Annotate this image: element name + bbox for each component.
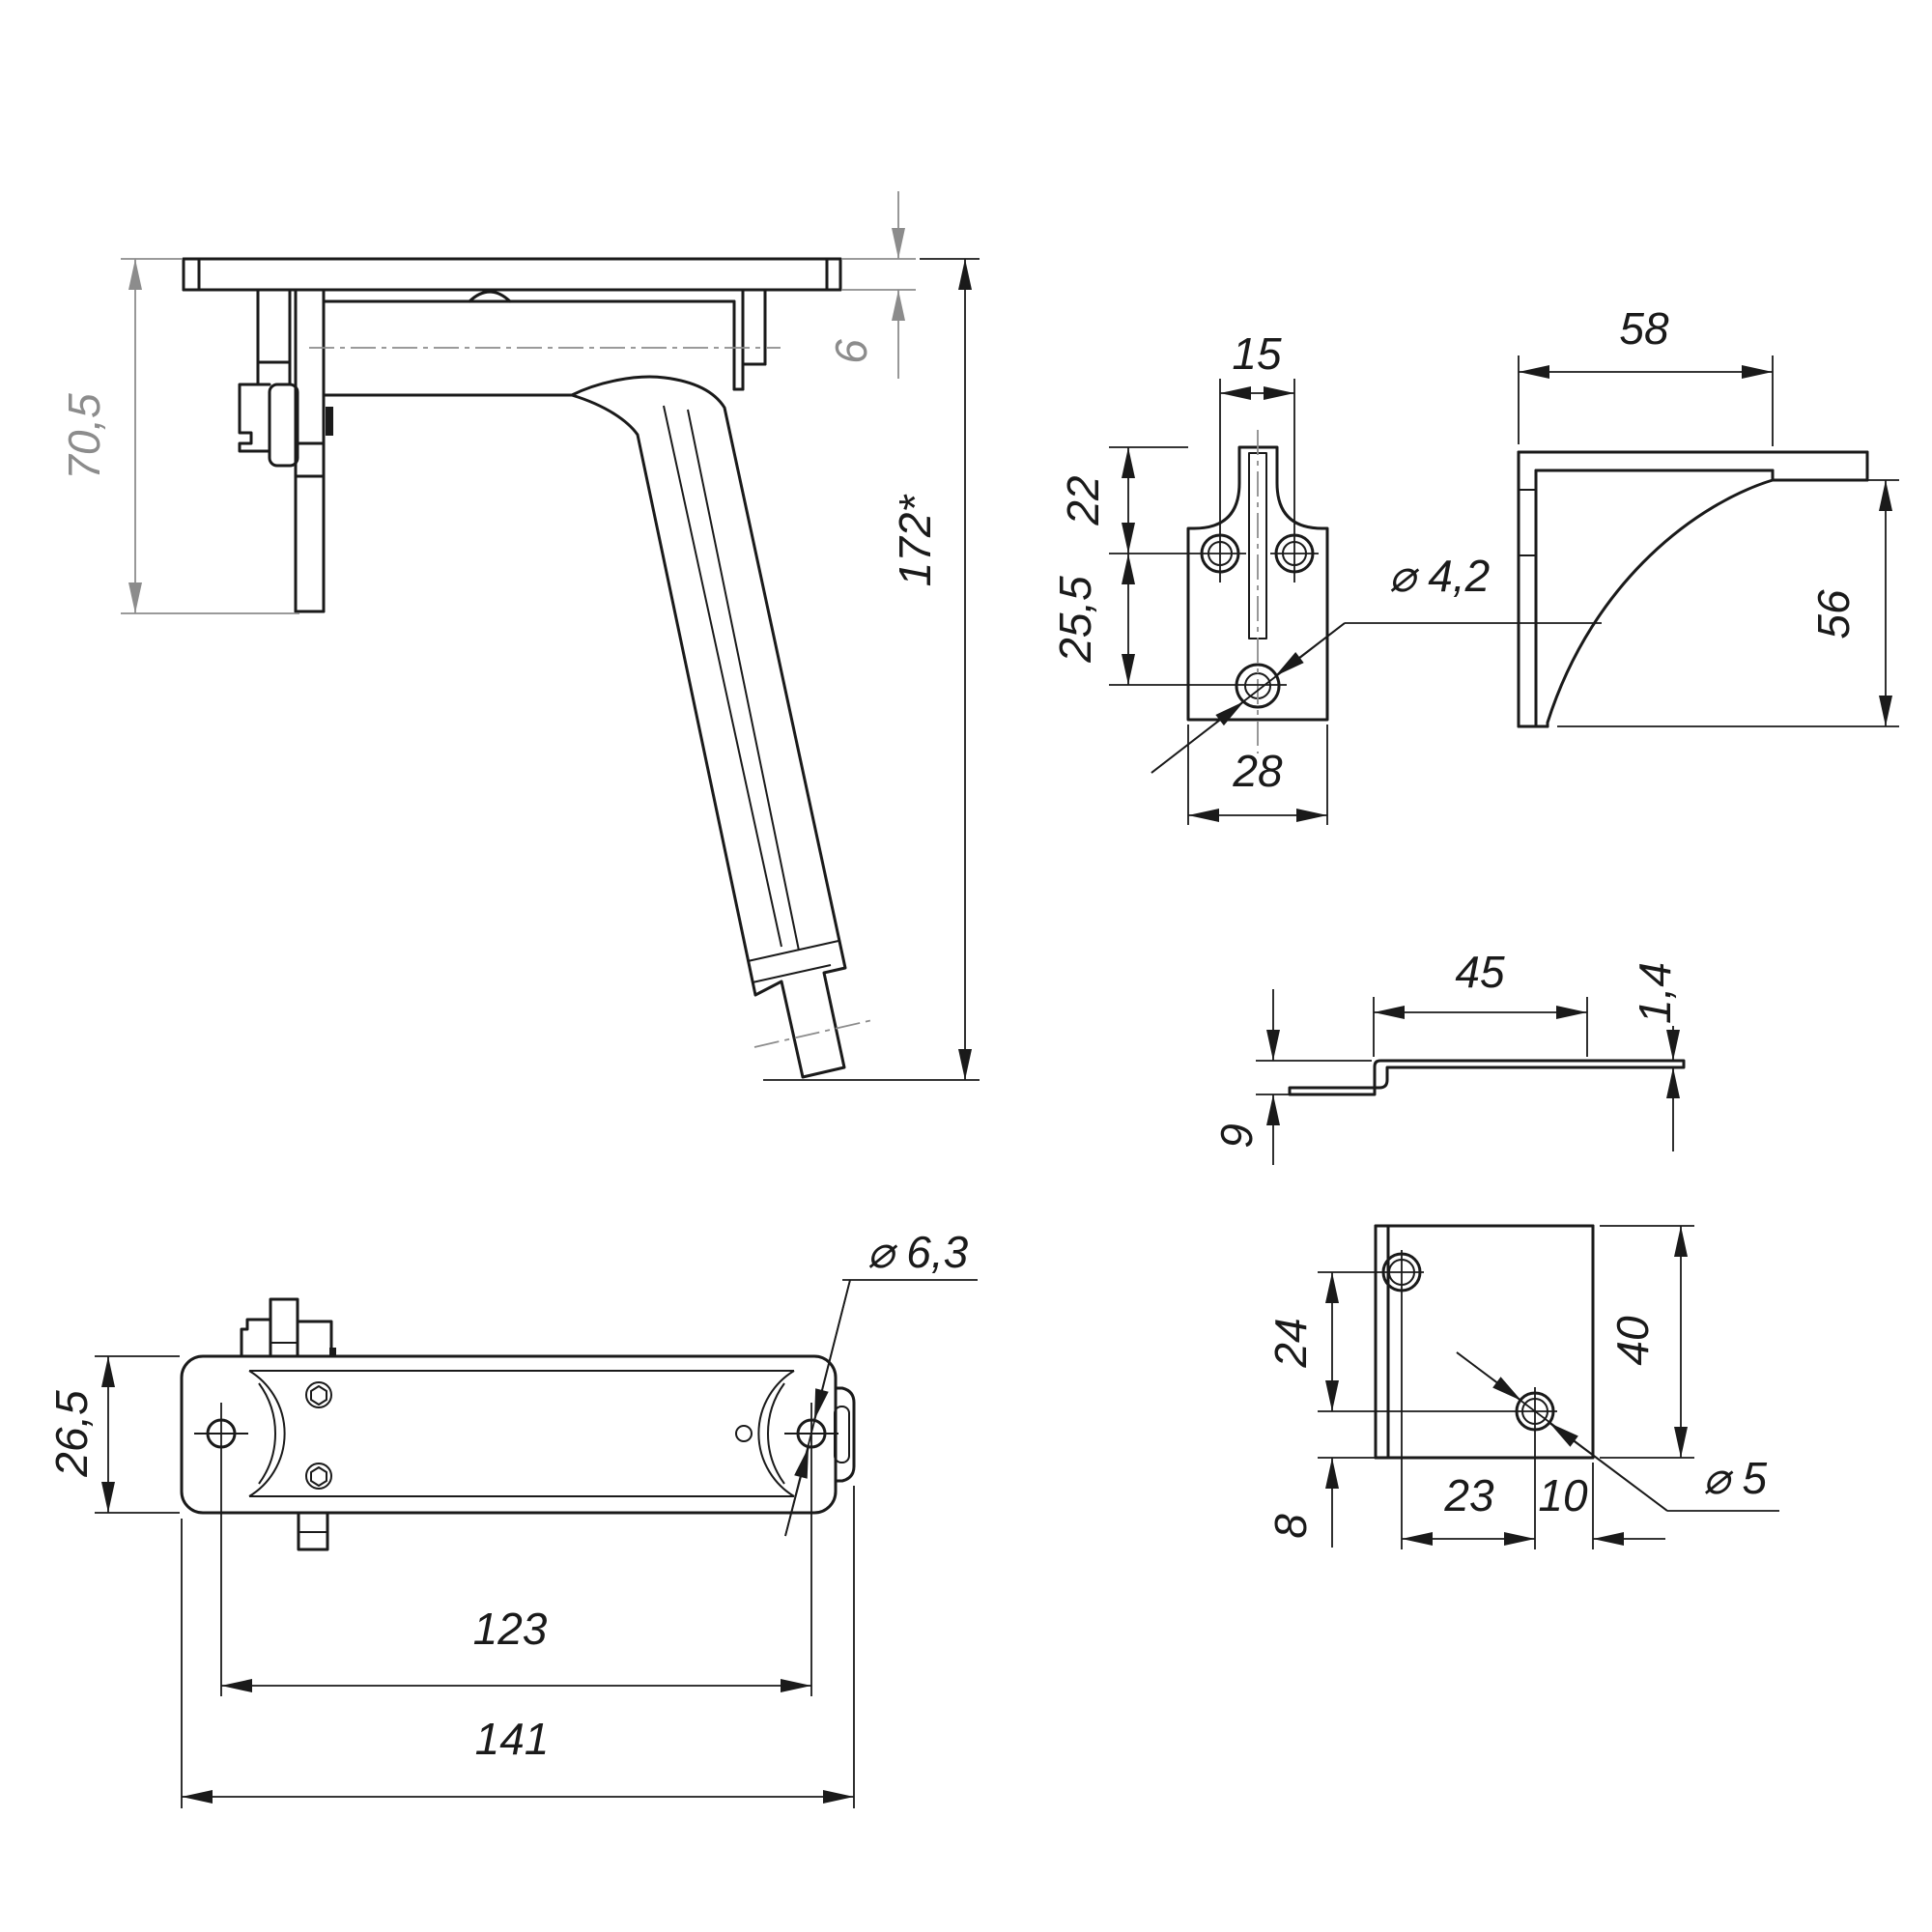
dim-26-5: 26,5	[46, 1355, 180, 1514]
arm-step-line	[747, 940, 839, 962]
dim-text-height: 40	[1607, 1316, 1658, 1366]
hex-screw	[305, 1463, 332, 1490]
dim-text-flat-length: 45	[1455, 947, 1505, 997]
dim-text-hole-spacing: 15	[1232, 328, 1282, 379]
angle-plate-view: 40 24 8 23 10 ⌀ 5	[1265, 1224, 1779, 1549]
dim-text-hole-pitch-h: 23	[1443, 1470, 1494, 1520]
clamp-mechanism-top	[240, 1297, 336, 1358]
dim-text-hole-to-hole: 25,5	[1050, 576, 1100, 664]
side-view: 70,5 6 172*	[59, 191, 980, 1081]
dim-10: 10	[1538, 1463, 1665, 1549]
right-crescent-inner	[767, 1382, 785, 1485]
corner-bracket-outline	[1517, 450, 1869, 728]
dim-text-bend-height: 9	[1211, 1123, 1262, 1149]
dim-text-hole-dia: ⌀ 5	[1703, 1453, 1767, 1503]
dim-1-4: 1,4	[1630, 962, 1680, 1151]
dim-15: 15	[1219, 328, 1295, 582]
clamp-inner-block	[268, 383, 299, 468]
dim-text-height: 70,5	[59, 393, 109, 480]
small-hole	[735, 1425, 753, 1442]
dim-text-overall-length: 172*	[890, 494, 940, 587]
dim-141: 141	[181, 1486, 855, 1808]
screw-slot	[326, 407, 333, 436]
mount-plate-outline	[1186, 445, 1329, 722]
dim-text-hole-pitch-v: 24	[1265, 1318, 1316, 1368]
angle-plate-outline	[1374, 1224, 1595, 1460]
dim-8: 8	[1265, 1457, 1378, 1548]
arm-groove-line	[687, 409, 800, 952]
right-crescent	[757, 1370, 795, 1497]
mount-plate-view: 15 22 25,5 ⌀ 4,2 28	[1050, 328, 1602, 825]
top-view: 26,5 ⌀ 6,3 123 141	[46, 1227, 978, 1808]
leader-dia-5: ⌀ 5	[1456, 1351, 1779, 1512]
arm-step-line	[752, 964, 832, 983]
left-crescent-inner	[258, 1382, 276, 1485]
dim-70-5: 70,5	[59, 258, 299, 614]
dim-23: 23	[1401, 1250, 1536, 1549]
arm-tip-centerline	[753, 1019, 873, 1048]
side-view-part-outline	[182, 257, 847, 1079]
dim-40: 40	[1600, 1225, 1694, 1459]
dim-text-depth: 58	[1619, 303, 1669, 354]
dim-text-width: 28	[1232, 746, 1283, 796]
dim-text-height: 56	[1808, 589, 1859, 639]
arm-outline	[570, 375, 847, 1079]
top-view-body	[180, 1354, 838, 1515]
clamp-block	[238, 383, 271, 453]
leader-dia-6-3: ⌀ 6,3	[784, 1227, 978, 1537]
dim-123: 123	[220, 1403, 812, 1696]
dim-28: 28	[1187, 724, 1328, 825]
dim-58: 58	[1518, 303, 1774, 446]
dim-25-5: 25,5	[1050, 554, 1287, 686]
dim-text-hole-pitch: 123	[473, 1604, 548, 1654]
dim-text-bottom-offset: 8	[1265, 1514, 1316, 1539]
dim-6: 6	[826, 191, 916, 379]
dim-24: 24	[1265, 1271, 1557, 1412]
hole	[1235, 663, 1281, 709]
corner-bracket-view: 58 56	[1517, 303, 1899, 728]
dim-text-hole-dia: ⌀ 4,2	[1389, 551, 1490, 601]
dim-22: 22	[1058, 446, 1319, 554]
dim-text-plate-thickness: 6	[826, 339, 876, 364]
pivot-dome	[468, 290, 512, 303]
dim-172: 172*	[763, 258, 980, 1081]
dim-text-edge-offset: 10	[1538, 1470, 1588, 1520]
dim-text-top-to-holes: 22	[1058, 475, 1108, 526]
dim-45: 45	[1373, 947, 1588, 1057]
dim-text-overall-length: 141	[475, 1714, 550, 1764]
cover-strip-view: 45 1,4 9	[1211, 947, 1686, 1165]
dim-text-hole-dia: ⌀ 6,3	[867, 1227, 969, 1277]
left-crescent	[248, 1370, 286, 1497]
dim-text-thickness: 1,4	[1630, 962, 1680, 1024]
arm-groove-line	[663, 405, 782, 948]
hex-screw	[305, 1381, 332, 1408]
side-tab	[834, 1386, 856, 1483]
cover-strip-outline	[1288, 1059, 1686, 1096]
leader-dia-4-2: ⌀ 4,2	[1151, 551, 1602, 774]
dim-9: 9	[1211, 989, 1372, 1165]
dim-56: 56	[1557, 479, 1899, 727]
bracket-curve	[1546, 478, 1775, 728]
dim-text-width: 26,5	[46, 1390, 97, 1478]
